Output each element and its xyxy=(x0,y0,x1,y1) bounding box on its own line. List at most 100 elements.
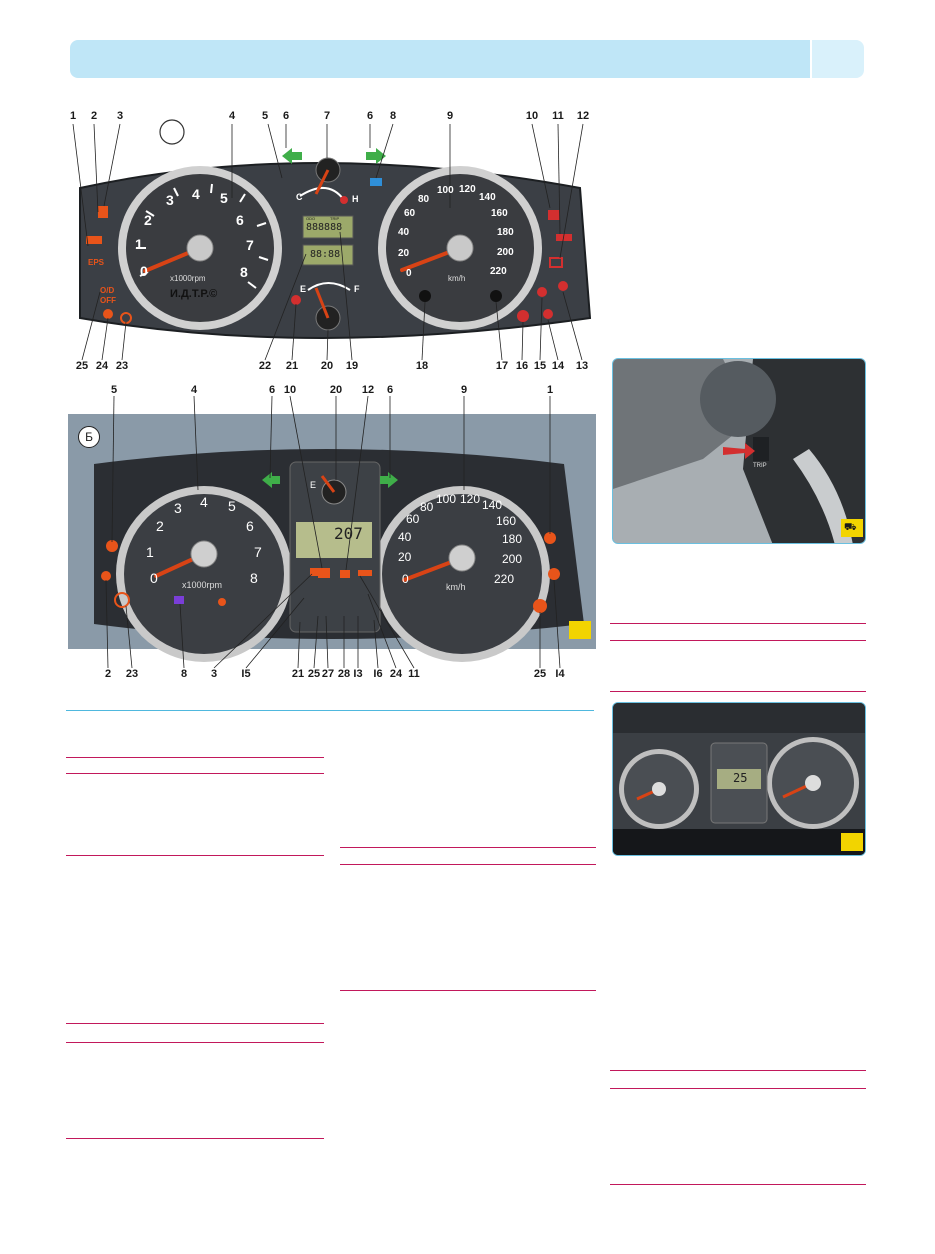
tacho-tick-3: 3 xyxy=(166,192,174,208)
callout-b-15: I5 xyxy=(241,668,251,680)
b-tacho-tick-5: 5 xyxy=(228,498,236,514)
section-rule-cyan xyxy=(66,710,594,711)
b-tacho-tick-3: 3 xyxy=(174,500,182,516)
b-fuel-empty-label: E xyxy=(310,480,317,490)
callout-b-4: 4 xyxy=(190,384,198,396)
rule-right-1 xyxy=(610,623,866,624)
b-tacho-tick-2: 2 xyxy=(156,518,164,534)
tacho-brand: И.Д.Т.Р.© xyxy=(170,288,218,300)
figure-b-svg xyxy=(68,395,596,669)
callout-a-10: 10 xyxy=(525,110,539,122)
rule-left-6 xyxy=(66,1138,324,1139)
eps-indicator: EPS xyxy=(88,258,105,267)
callout-b-5: 5 xyxy=(110,384,118,396)
rule-left-4 xyxy=(66,1023,324,1024)
callout-b-25b: 25 xyxy=(533,668,547,680)
rule-right-6 xyxy=(610,1184,866,1185)
figure-b-dashboard-photo: Б 5 4 6 10 20 12 6 9 1 2 23 8 3 I5 21 25… xyxy=(64,384,600,686)
photo-trip-button: TRIP ⛟ xyxy=(612,358,866,544)
callout-b-21: 21 xyxy=(291,668,305,680)
photo-cluster-display: 25 xyxy=(612,702,866,856)
b-tacho-tick-1: 1 xyxy=(146,544,154,560)
lcd-lower: 88:88 xyxy=(310,249,341,260)
b-speedo-tick-220: 220 xyxy=(494,572,515,586)
page-number-tab xyxy=(812,40,864,78)
callout-a-2: 2 xyxy=(90,110,98,122)
rule-mid-1 xyxy=(340,847,596,848)
speedo-tick-80: 80 xyxy=(418,194,430,205)
temp-cold-label: C xyxy=(296,192,303,202)
callout-b-10: 10 xyxy=(283,384,297,396)
figure-b-circle-label: Б xyxy=(85,430,93,444)
callout-a-3: 3 xyxy=(116,110,124,122)
b-speedo-tick-160: 160 xyxy=(496,514,517,528)
b-speedo-tick-120: 120 xyxy=(460,492,481,506)
figure-b-circle-badge: Б xyxy=(78,426,100,448)
trip-button-label: TRIP xyxy=(753,463,767,469)
od-off-indicator-1: O/D xyxy=(100,286,115,295)
rule-right-4 xyxy=(610,1070,866,1071)
callout-b-6: 6 xyxy=(268,384,276,396)
b-speedo-tick-40: 40 xyxy=(398,530,412,544)
speedo-tick-0: 0 xyxy=(406,268,412,279)
b-speedo-tick-60: 60 xyxy=(406,512,420,526)
b-speedo-tick-180: 180 xyxy=(502,532,523,546)
fuel-empty-label: E xyxy=(300,284,307,294)
fuel-full-label: F xyxy=(354,284,360,294)
speedo-tick-220: 220 xyxy=(490,266,507,277)
tacho-tick-8: 8 xyxy=(240,264,248,280)
b-speedo-tick-100: 100 xyxy=(436,492,457,506)
rule-right-2 xyxy=(610,640,866,641)
lcd-upper: 888888 xyxy=(306,222,343,233)
b-tacho-tick-6: 6 xyxy=(246,518,254,534)
b-speedo-tick-140: 140 xyxy=(482,498,503,512)
b-tacho-unit: x1000rpm xyxy=(182,580,223,590)
rule-left-3 xyxy=(66,855,324,856)
callout-b-8: 8 xyxy=(180,668,188,680)
speedo-tick-120: 120 xyxy=(459,184,476,195)
callout-b-6b: 6 xyxy=(386,384,394,396)
callout-a-18: 18 xyxy=(415,360,429,372)
callout-a-1: 1 xyxy=(69,110,77,122)
tacho-tick-6: 6 xyxy=(236,212,244,228)
callout-a-14: 14 xyxy=(551,360,565,372)
callout-a-22: 22 xyxy=(258,360,272,372)
speedo-tick-100: 100 xyxy=(437,185,454,196)
callout-a-16: 16 xyxy=(515,360,529,372)
od-off-indicator-2: OFF xyxy=(100,296,116,305)
rule-left-2 xyxy=(66,773,324,774)
speedo-tick-20: 20 xyxy=(398,248,410,259)
figure-a-svg xyxy=(72,119,592,361)
b-lcd-text: 207 xyxy=(334,524,363,543)
callout-b-25: 25 xyxy=(307,668,321,680)
callout-a-17: 17 xyxy=(495,360,509,372)
callout-a-4: 4 xyxy=(228,110,236,122)
speedo-tick-200: 200 xyxy=(497,247,514,258)
speedo-tick-160: 160 xyxy=(491,208,508,219)
callout-b-3: 3 xyxy=(210,668,218,680)
callout-b-20: 20 xyxy=(329,384,343,396)
callout-a-20: 20 xyxy=(320,360,334,372)
rule-mid-2 xyxy=(340,864,596,865)
tacho-tick-4: 4 xyxy=(192,186,200,202)
callout-a-23: 23 xyxy=(115,360,129,372)
callout-a-6b: 6 xyxy=(366,110,374,122)
car-icon: ⛟ xyxy=(844,522,857,533)
callout-b-11: 11 xyxy=(408,668,420,680)
temp-hot-label: H xyxy=(352,194,359,204)
callout-b-12: 12 xyxy=(361,384,375,396)
rule-mid-3 xyxy=(340,990,596,991)
speedo-tick-140: 140 xyxy=(479,192,496,203)
rule-left-5 xyxy=(66,1042,324,1043)
callout-b-14: I4 xyxy=(555,668,565,680)
callout-a-15: 15 xyxy=(533,360,547,372)
badge-photo-1: ⛟ xyxy=(841,519,863,537)
callout-b-23: 23 xyxy=(125,668,139,680)
callout-b-9: 9 xyxy=(460,384,468,396)
photo-2-lcd-text: 25 xyxy=(733,771,748,785)
b-tacho-tick-0: 0 xyxy=(150,570,158,586)
callout-a-21: 21 xyxy=(285,360,299,372)
callout-b-28: 28 xyxy=(337,668,351,680)
speedo-tick-60: 60 xyxy=(404,208,416,219)
b-speedo-tick-20: 20 xyxy=(398,550,412,564)
